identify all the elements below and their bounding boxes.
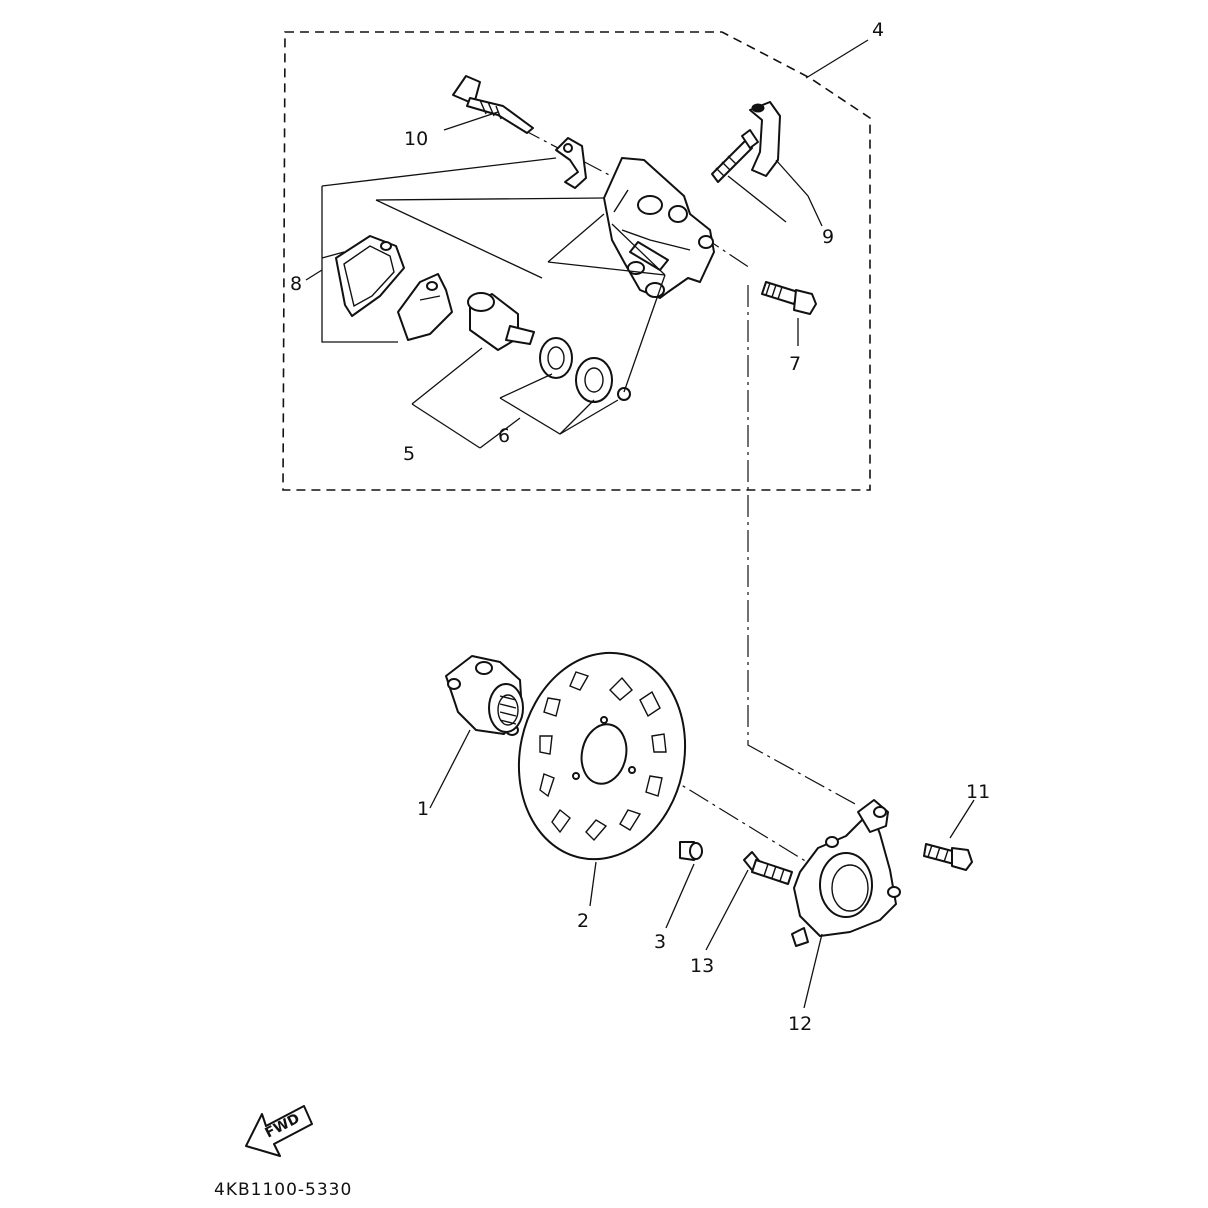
pad-support-clip bbox=[555, 137, 587, 189]
callout-2: 2 bbox=[577, 910, 589, 932]
callout-4: 4 bbox=[872, 19, 884, 41]
drawing-code: 4KB1100-5330 bbox=[214, 1180, 352, 1200]
callout-6: 6 bbox=[498, 425, 510, 447]
bracket-bolt bbox=[743, 851, 793, 885]
caliper-assembly-boundary bbox=[282, 31, 871, 491]
dust-seal bbox=[575, 357, 613, 403]
callout-3: 3 bbox=[654, 931, 666, 953]
piston-seal bbox=[539, 337, 573, 379]
seal-ring bbox=[617, 387, 631, 401]
caliper-body bbox=[603, 157, 715, 299]
callout-9: 9 bbox=[822, 226, 834, 248]
forward-arrow-icon: FWD bbox=[245, 1105, 313, 1157]
brake-pad-outer bbox=[335, 235, 405, 317]
brake-pad-inner bbox=[397, 273, 453, 341]
callout-1: 1 bbox=[417, 798, 429, 820]
caliper-piston bbox=[467, 292, 535, 351]
callout-13: 13 bbox=[690, 955, 714, 977]
caliper-bracket bbox=[791, 799, 901, 947]
callout-7: 7 bbox=[789, 353, 801, 375]
callout-8: 8 bbox=[290, 273, 302, 295]
hub-bolt bbox=[923, 843, 973, 871]
bleeder-cap bbox=[749, 101, 781, 177]
callout-10: 10 bbox=[404, 128, 428, 150]
bleeder-screw bbox=[711, 129, 759, 183]
callout-12: 12 bbox=[788, 1013, 812, 1035]
brake-disc bbox=[517, 651, 687, 861]
callout-5: 5 bbox=[403, 443, 415, 465]
callout-leaders-lower bbox=[429, 729, 975, 1009]
disc-bolt bbox=[679, 841, 703, 861]
callout-group-lines bbox=[305, 39, 869, 449]
brake-hub bbox=[445, 655, 524, 736]
caliper-mounting-bolt bbox=[761, 281, 817, 315]
callout-11: 11 bbox=[966, 781, 990, 803]
caliper-pin-bolt bbox=[452, 75, 534, 134]
callout-labels: 1 2 3 4 5 6 7 8 9 10 11 12 13 bbox=[290, 19, 990, 1035]
